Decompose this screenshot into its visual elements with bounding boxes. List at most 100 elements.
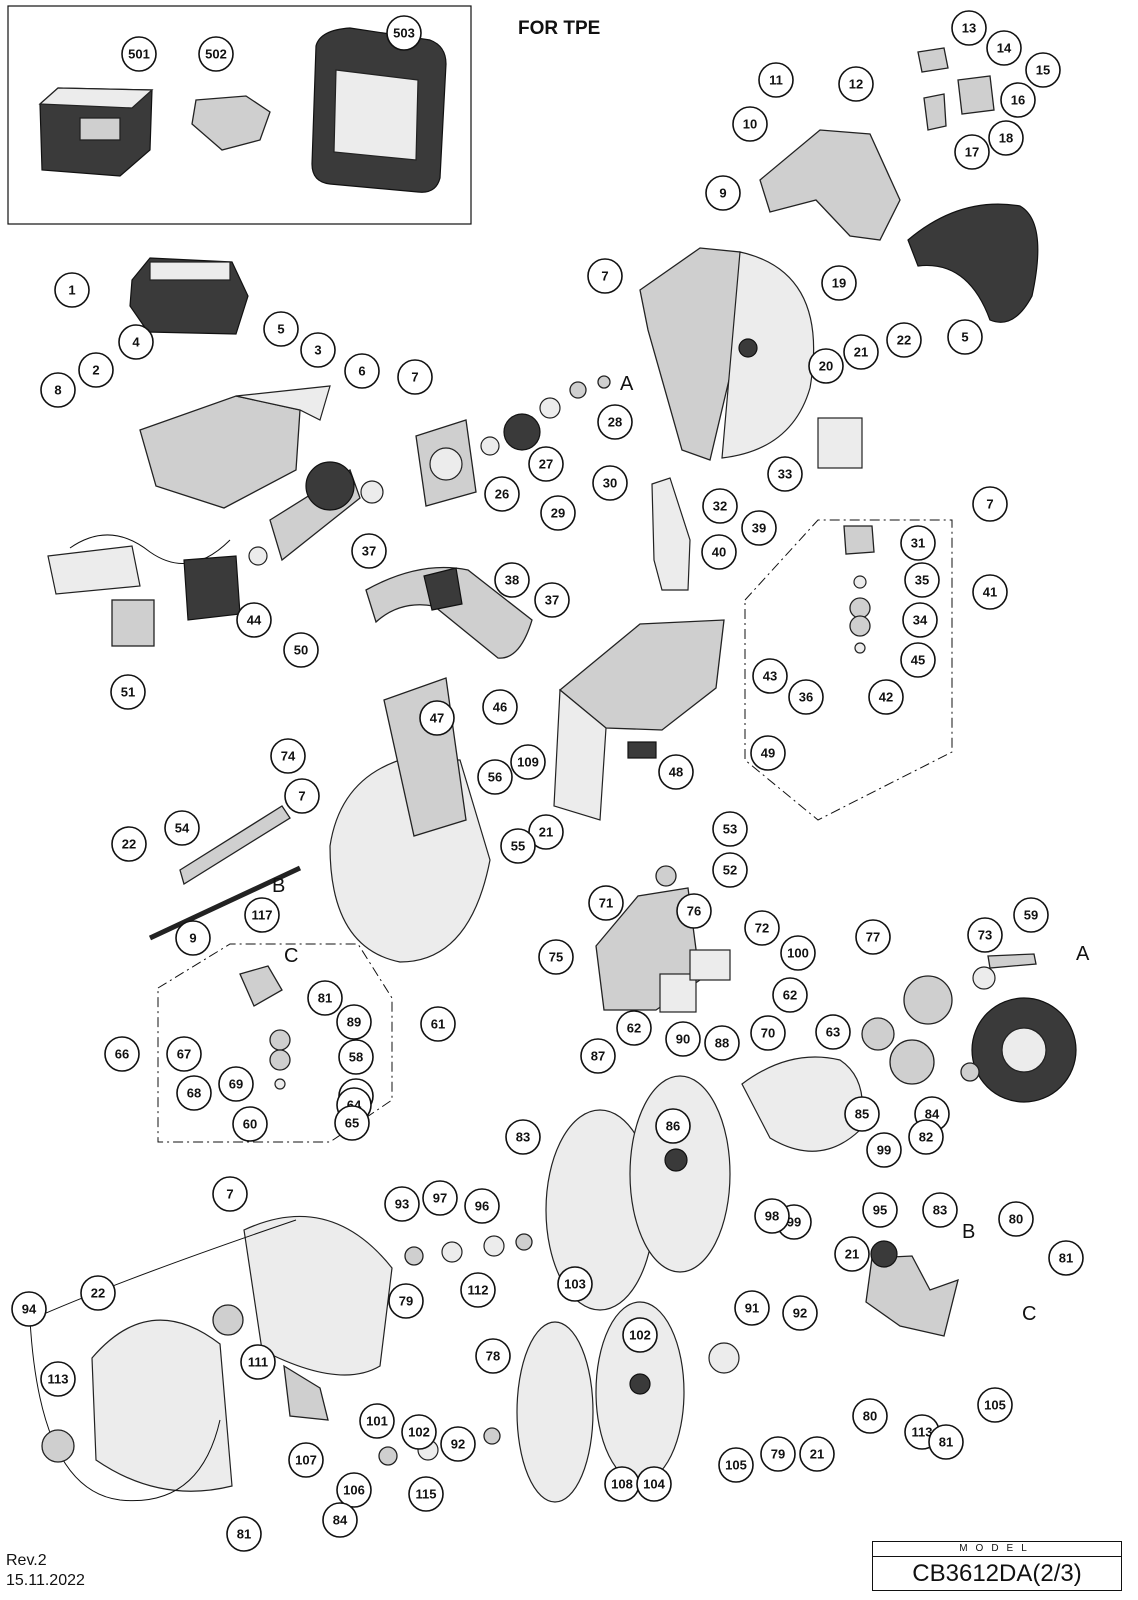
callout-number: 66 bbox=[115, 1047, 129, 1062]
callout-circle bbox=[954, 134, 990, 170]
callout-circle bbox=[712, 811, 748, 847]
part-callout: 37 bbox=[351, 533, 387, 569]
callout-number: 81 bbox=[318, 991, 332, 1006]
part-callout: 43 bbox=[752, 658, 788, 694]
callout-circle bbox=[336, 1004, 372, 1040]
part-callout: 81 bbox=[928, 1424, 964, 1460]
callout-circle bbox=[336, 1472, 372, 1508]
part-callout: 22 bbox=[886, 322, 922, 358]
part-callout: 33 bbox=[767, 456, 803, 492]
callout-number: 69 bbox=[229, 1077, 243, 1092]
callout-circle bbox=[902, 602, 938, 638]
callout-circle bbox=[226, 1516, 262, 1552]
callout-circle bbox=[862, 1192, 898, 1228]
part-callout: 104 bbox=[636, 1466, 672, 1502]
part-callout: 9 bbox=[705, 175, 741, 211]
callout-number: 98 bbox=[765, 1209, 779, 1224]
callout-circle bbox=[420, 1006, 456, 1042]
callout-circle bbox=[11, 1291, 47, 1327]
part-callout: 3 bbox=[300, 332, 336, 368]
callout-circle bbox=[528, 814, 564, 850]
part-callout: 88 bbox=[704, 1025, 740, 1061]
callout-number: 105 bbox=[984, 1398, 1006, 1413]
callout-circle bbox=[482, 689, 518, 725]
callout-number: 102 bbox=[629, 1328, 651, 1343]
callout-circle bbox=[592, 465, 628, 501]
callout-number: 77 bbox=[866, 930, 880, 945]
callout-number: 16 bbox=[1011, 93, 1025, 108]
callout-number: 92 bbox=[451, 1437, 465, 1452]
callout-number: 76 bbox=[687, 904, 701, 919]
callout-number: 79 bbox=[399, 1294, 413, 1309]
callout-number: 86 bbox=[666, 1119, 680, 1134]
wiring-harness-drawing bbox=[47, 534, 241, 647]
part-callout: 83 bbox=[505, 1119, 541, 1155]
switch-housing-drawing bbox=[553, 619, 725, 887]
callout-number: 108 bbox=[611, 1477, 633, 1492]
model-box: MODEL CB3612DA(2/3) bbox=[872, 1541, 1122, 1591]
part-callout: 14 bbox=[986, 30, 1022, 66]
callout-circle bbox=[440, 1426, 476, 1462]
callout-number: 7 bbox=[601, 269, 608, 284]
callout-circle bbox=[821, 265, 857, 301]
callout-number: 95 bbox=[873, 1203, 887, 1218]
callout-circle bbox=[1048, 1240, 1084, 1276]
callout-number: 45 bbox=[911, 653, 925, 668]
part-callout: 101 bbox=[359, 1403, 395, 1439]
callout-circle bbox=[422, 1180, 458, 1216]
battery-housing-drawing bbox=[139, 385, 331, 509]
ref-letter: A bbox=[620, 373, 634, 395]
callout-number: 62 bbox=[627, 1021, 641, 1036]
model-label: MODEL bbox=[873, 1542, 1121, 1557]
callout-number: 78 bbox=[486, 1349, 500, 1364]
part-callout: 71 bbox=[588, 885, 624, 921]
callout-circle bbox=[676, 893, 712, 929]
part-callout: 30 bbox=[592, 465, 628, 501]
callout-circle bbox=[844, 1096, 880, 1132]
callout-circle bbox=[460, 1272, 496, 1308]
callout-number: 85 bbox=[855, 1107, 869, 1122]
part-callout: 109 bbox=[510, 744, 546, 780]
callout-number: 13 bbox=[962, 21, 976, 36]
callout-number: 51 bbox=[121, 685, 135, 700]
part-callout: 76 bbox=[676, 893, 712, 929]
callout-number: 87 bbox=[591, 1049, 605, 1064]
callout-circle bbox=[588, 885, 624, 921]
callout-circle bbox=[718, 1447, 754, 1483]
callout-circle bbox=[40, 1361, 76, 1397]
gear-train-drawing bbox=[480, 375, 611, 456]
armature-drawing bbox=[248, 461, 384, 566]
callout-number: 106 bbox=[343, 1483, 365, 1498]
callout-circle bbox=[284, 778, 320, 814]
callout-circle bbox=[616, 1010, 652, 1046]
part-callout: 29 bbox=[540, 495, 576, 531]
callout-circle bbox=[622, 1317, 658, 1353]
callout-number: 20 bbox=[819, 359, 833, 374]
part-callout: 72 bbox=[744, 910, 780, 946]
callout-number: 38 bbox=[505, 573, 519, 588]
callout-circle bbox=[972, 574, 1008, 610]
callout-circle bbox=[166, 1036, 202, 1072]
callout-circle bbox=[815, 1014, 851, 1050]
callout-number: 113 bbox=[48, 1372, 69, 1387]
callout-number: 18 bbox=[999, 131, 1013, 146]
callout-circle bbox=[951, 10, 987, 46]
callout-number: 21 bbox=[810, 1447, 824, 1462]
callout-number: 502 bbox=[205, 47, 227, 62]
part-callout: 61 bbox=[420, 1006, 456, 1042]
part-callout: 2 bbox=[78, 352, 114, 388]
part-callout: 80 bbox=[998, 1201, 1034, 1237]
callout-number: 105 bbox=[725, 1458, 747, 1473]
callout-circle bbox=[475, 1338, 511, 1374]
callout-number: 81 bbox=[237, 1527, 251, 1542]
callout-number: 63 bbox=[826, 1025, 840, 1040]
callout-circle bbox=[359, 1403, 395, 1439]
part-callout: 83 bbox=[922, 1192, 958, 1228]
callout-circle bbox=[500, 828, 536, 864]
callout-number: 7 bbox=[298, 789, 305, 804]
part-callout: 97 bbox=[422, 1180, 458, 1216]
callout-circle bbox=[705, 175, 741, 211]
part-callout: 22 bbox=[111, 826, 147, 862]
part-callout: 31 bbox=[900, 525, 936, 561]
callout-circle bbox=[782, 1295, 818, 1331]
